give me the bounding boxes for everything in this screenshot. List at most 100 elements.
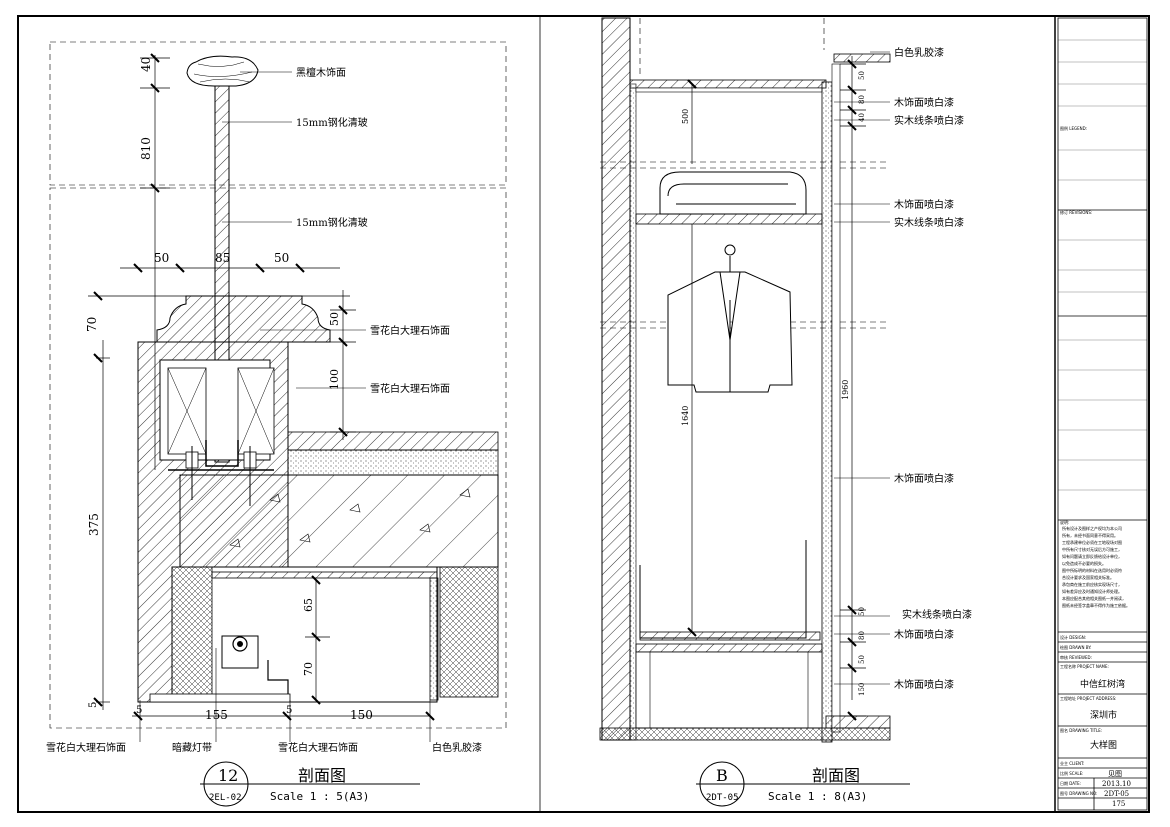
dim-80a: 80: [858, 95, 866, 104]
right-wood-panel: [821, 81, 833, 743]
dim-1640: 1640: [681, 406, 690, 426]
label-glass-1: 15mm钢化清玻: [296, 116, 368, 129]
dim-marble-100: 100: [328, 369, 341, 390]
label-r1: 白色乳胶漆: [894, 46, 944, 59]
tb-client-label: 业主 CLIENT:: [1060, 760, 1084, 766]
dim-base-right: 50: [274, 251, 289, 265]
tb-note-line: 承包商在施工前应核实现场尺寸，: [1062, 581, 1122, 587]
dim-glass-upper: 810: [139, 137, 153, 160]
left-section-title-text: 剖面图: [298, 766, 346, 785]
right-section-title-text: 剖面图: [812, 766, 860, 785]
tb-drawing-no-label: 图号 DRAWING NO:: [1060, 790, 1097, 796]
tb-scale-value: 见图: [1108, 770, 1122, 778]
dim-marble-50: 50: [328, 312, 341, 326]
tb-address: 深圳市: [1090, 709, 1117, 721]
label-r7: 实木线条喷白漆: [902, 608, 972, 621]
tb-note-line: 所有设计及图样之产权均为本公司: [1062, 525, 1122, 531]
left-section-drawing: [49, 41, 507, 742]
shelf: [635, 213, 823, 225]
dim-bottom-5b: 5: [286, 705, 292, 716]
tb-drawing-no-value: 2DT-05: [1104, 790, 1129, 798]
tb-date-label: 日期 DATE:: [1060, 780, 1081, 786]
label-glass-2: 15mm钢化清玻: [296, 216, 368, 229]
dim-80b: 80: [858, 631, 866, 640]
tb-note-line: 中所有尺寸核对无误后方可施工，: [1062, 546, 1122, 552]
tb-drawing-title: 大样图: [1090, 739, 1117, 751]
left-section-title: [200, 761, 420, 807]
tb-note-line: 图中所标明的材料在选用时必须符: [1062, 567, 1122, 573]
tb-project-name: 中信红树湾: [1080, 678, 1125, 690]
dim-1960: 1960: [841, 380, 850, 400]
label-bottom-paint: 白色乳胶漆: [432, 741, 482, 754]
tb-drawn-label: 绘图 DRAWN BY:: [1060, 644, 1092, 650]
dim-bottom-155: 155: [205, 708, 228, 722]
right-section-title: [696, 761, 910, 807]
tb-page-value: 175: [1112, 800, 1125, 808]
tb-legend-label: 图例 LEGEND:: [1060, 125, 1087, 131]
dim-center: 85: [215, 251, 230, 265]
label-marble-1: 雪花白大理石饰面: [370, 324, 450, 337]
dim-50a: 50: [858, 71, 866, 80]
tb-scale-label: 比例 SCALE:: [1060, 770, 1083, 776]
label-bottom-marble-right: 雪花白大理石饰面: [278, 741, 358, 754]
dim-50b: 50: [858, 607, 866, 616]
tb-note-line: 图纸未经签字盖章不得作为施工依据。: [1062, 602, 1130, 608]
dim-top-rail: 40: [139, 57, 153, 72]
label-r2: 木饰面喷白漆: [894, 96, 954, 109]
floor-slab: [179, 474, 499, 568]
tb-address-label: 工程地址 PROJECT ADDRESS:: [1060, 695, 1116, 701]
tb-drawing-title-label: 图名 DRAWING TITLE:: [1060, 727, 1102, 733]
tb-note-line: 如有差异应及时通知设计师处理。: [1062, 588, 1122, 594]
label-bottom-light: 暗藏灯带: [172, 741, 212, 754]
label-marble-2: 雪花白大理石饰面: [370, 382, 450, 395]
tb-note-line: 所有，未经书面同意不得采用。: [1062, 532, 1118, 538]
left-section-number: 12: [218, 766, 238, 785]
label-ebony: 黑檀木饰面: [296, 66, 346, 79]
label-r3: 实木线条喷白漆: [894, 114, 964, 127]
label-r8: 木饰面喷白漆: [894, 628, 954, 641]
right-section-scale: Scale 1 : 8(A3): [768, 790, 867, 803]
right-section-ref: 2DT-05: [706, 793, 739, 803]
sheet-border: [17, 15, 1150, 813]
dim-base-left: 50: [154, 251, 169, 265]
hanging-coat-icon: [667, 271, 793, 393]
tb-notes-label: 说明:: [1060, 519, 1069, 525]
dim-left-5: 5: [88, 702, 99, 708]
tb-revisions-label: 修订 REVISIONS:: [1060, 209, 1092, 215]
tb-note-line: 合设计要求及国家相关标准。: [1062, 574, 1114, 580]
tb-project-label: 工程名称 PROJECT NAME:: [1060, 663, 1109, 669]
marble-cap: [156, 295, 331, 343]
dim-500: 500: [681, 109, 690, 124]
tb-note-line: 如有问题请立即反馈给设计单位，: [1062, 553, 1122, 559]
label-r4: 木饰面喷白漆: [894, 198, 954, 211]
label-r6: 木饰面喷白漆: [894, 472, 954, 485]
dim-bottom-150: 150: [350, 708, 373, 722]
tb-note-line: 本图应配合其他相关图纸一并阅读，: [1062, 595, 1126, 601]
label-r9: 木饰面喷白漆: [894, 678, 954, 691]
dim-150: 150: [858, 683, 866, 696]
dim-body-375: 375: [87, 513, 101, 536]
floor: [599, 727, 891, 741]
dim-50c: 50: [858, 655, 866, 664]
tb-note-line: 工程承建单位必须在工地现场对图: [1062, 539, 1122, 545]
drawer-box: [639, 540, 807, 639]
dim-gap-70: 70: [302, 662, 315, 676]
right-section-number: B: [716, 766, 728, 785]
dim-gap-65: 65: [302, 598, 315, 612]
folded-towel-icon: [659, 171, 807, 215]
label-r5: 实木线条喷白漆: [894, 216, 964, 229]
title-block: [1057, 17, 1148, 811]
tb-checked-label: 审核 REVIEWED:: [1060, 654, 1092, 660]
left-section-scale: Scale 1 : 5(A3): [270, 790, 369, 803]
tb-date-value: 2013.10: [1102, 780, 1131, 788]
dim-rail-70: 70: [85, 317, 99, 332]
tb-design-label: 设计 DESIGN:: [1060, 634, 1086, 640]
dim-bottom-5a: 5: [136, 705, 142, 716]
tb-note-line: 以免造成不必要的损失。: [1062, 560, 1106, 566]
left-section-ref: 2EL-02: [209, 793, 242, 803]
label-bottom-marble-left: 雪花白大理石饰面: [46, 741, 126, 754]
tb-notes: 所有设计及图样之产权均为本公司 所有，未经书面同意不得采用。 工程承建单位必须在…: [1062, 525, 1130, 608]
left-wall: [601, 17, 631, 741]
right-section-drawing: [599, 17, 891, 743]
